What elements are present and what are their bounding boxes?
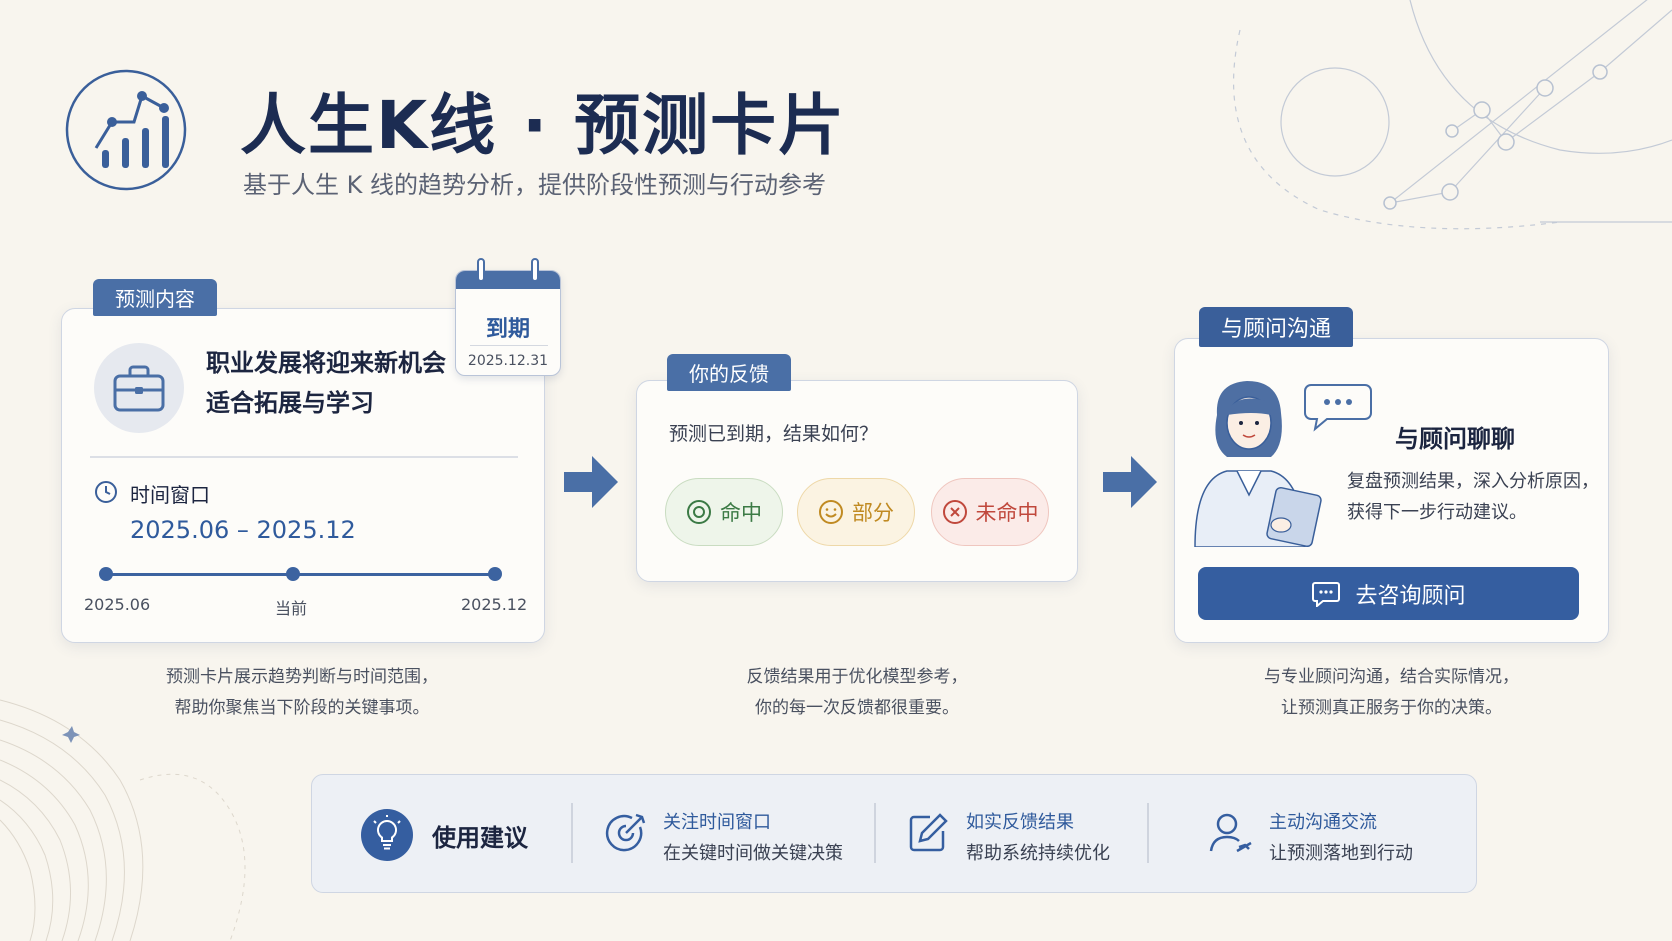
advisor-card: 与顾问聊聊 复盘预测结果，深入分析原因， 获得下一步行动建议。 去咨询顾问 (1174, 338, 1609, 643)
timeline-current-dot (286, 567, 300, 581)
briefcase-icon (113, 365, 165, 412)
timeline-end-label: 2025.12 (461, 595, 528, 614)
prediction-tag: 预测内容 (93, 279, 217, 316)
feedback-caption-line1: 反馈结果用于优化模型参考， (746, 667, 968, 687)
timeline-bar (99, 567, 502, 581)
tip-divider (1147, 803, 1149, 863)
feedback-question: 预测已到期，结果如何？ (669, 423, 879, 445)
tip-heading: 如实反馈结果 (966, 812, 1074, 833)
prediction-card: 职业发展将迎来新机会 适合拓展与学习 时间窗口 2025.06 – 2025.1… (61, 308, 545, 643)
feedback-card: 预测已到期，结果如何？ 命中 部分 未命中 (636, 380, 1078, 582)
advisor-illustration (1194, 381, 1322, 547)
target-arrow-icon (605, 813, 646, 852)
calendar-ring-icon (531, 258, 539, 282)
tips-title: 使用建议 (432, 824, 528, 852)
time-window-label: 时间窗口 (130, 483, 210, 507)
chat-bubble-icon (1304, 384, 1372, 432)
tip-heading: 主动沟通交流 (1269, 812, 1377, 833)
timeline-start-dot (99, 567, 113, 581)
edit-icon (909, 813, 948, 852)
page-title: 人生K线 · 预测卡片 (240, 87, 847, 164)
partial-button[interactable]: 部分 (797, 478, 915, 546)
target-icon (687, 500, 711, 524)
time-window-range: 2025.06 – 2025.12 (130, 516, 356, 544)
due-calendar: 到期 2025.12.31 (455, 258, 561, 376)
due-date: 2025.12.31 (467, 353, 549, 369)
feedback-caption-line2: 你的每一次反馈都很重要。 (755, 698, 959, 718)
tip-divider (874, 803, 876, 863)
advisor-title: 与顾问聊聊 (1395, 425, 1515, 453)
prediction-caption-line2: 帮助你聚焦当下阶段的关键事项。 (174, 698, 430, 718)
timeline-current-label: 当前 (275, 599, 308, 618)
prediction-caption-line1: 预测卡片展示趋势判断与时间范围， (166, 667, 438, 687)
feedback-tag: 你的反馈 (667, 354, 791, 391)
advisor-caption: 与专业顾问沟通，结合实际情况， 让预测真正服务于你的决策。 (1174, 662, 1609, 724)
prediction-text-line1: 职业发展将迎来新机会 (206, 349, 446, 377)
tip-divider (571, 803, 573, 863)
tip-subtext: 在关键时间做关键决策 (663, 843, 843, 864)
advisor-desc-line1: 复盘预测结果，深入分析原因， (1347, 471, 1599, 492)
smile-icon (819, 500, 843, 524)
advisor-caption-line1: 与专业顾问沟通，结合实际情况， (1264, 667, 1519, 687)
advisor-desc-line2: 获得下一步行动建议。 (1347, 502, 1527, 523)
divider (90, 456, 518, 458)
tip-subtext: 帮助系统持续优化 (966, 843, 1110, 864)
prediction-text-line2: 适合拓展与学习 (206, 389, 374, 417)
clock-icon (95, 481, 117, 503)
message-icon (1312, 581, 1341, 607)
consult-advisor-button[interactable]: 去咨询顾问 (1198, 567, 1579, 620)
miss-label: 未命中 (975, 501, 1039, 525)
partial-label: 部分 (852, 501, 894, 525)
lightbulb-icon (361, 809, 413, 861)
advisor-caption-line2: 让预测真正服务于你的决策。 (1281, 698, 1502, 718)
briefcase-icon-wrapper (94, 343, 184, 433)
tip-subtext: 让预测落地到行动 (1269, 843, 1413, 864)
x-circle-icon (942, 500, 967, 524)
consult-advisor-label: 去咨询顾问 (1355, 583, 1466, 609)
timeline-start-label: 2025.06 (84, 595, 151, 614)
hit-label: 命中 (720, 501, 762, 525)
hit-button[interactable]: 命中 (665, 478, 783, 546)
timeline-end-dot (488, 567, 502, 581)
tip-heading: 关注时间窗口 (663, 812, 771, 833)
feedback-caption: 反馈结果用于优化模型参考， 你的每一次反馈都很重要。 (636, 662, 1078, 724)
usage-tips-bar: 使用建议 关注时间窗口 在关键时间做关键决策 如实反馈结果 帮助系统持续优化 主… (311, 774, 1477, 893)
advisor-tag: 与顾问沟通 (1199, 307, 1354, 347)
miss-button[interactable]: 未命中 (931, 478, 1049, 546)
page-subtitle: 基于人生 K 线的趋势分析，提供阶段性预测与行动参考 (243, 171, 826, 199)
calendar-ring-icon (477, 258, 485, 282)
chart-logo-icon (65, 69, 187, 191)
arrow-right-icon (1103, 456, 1157, 508)
arrow-right-icon (564, 456, 618, 508)
due-label: 到期 (485, 317, 530, 342)
user-chat-icon (1209, 813, 1252, 853)
prediction-caption: 预测卡片展示趋势判断与时间范围， 帮助你聚焦当下阶段的关键事项。 (92, 662, 512, 724)
